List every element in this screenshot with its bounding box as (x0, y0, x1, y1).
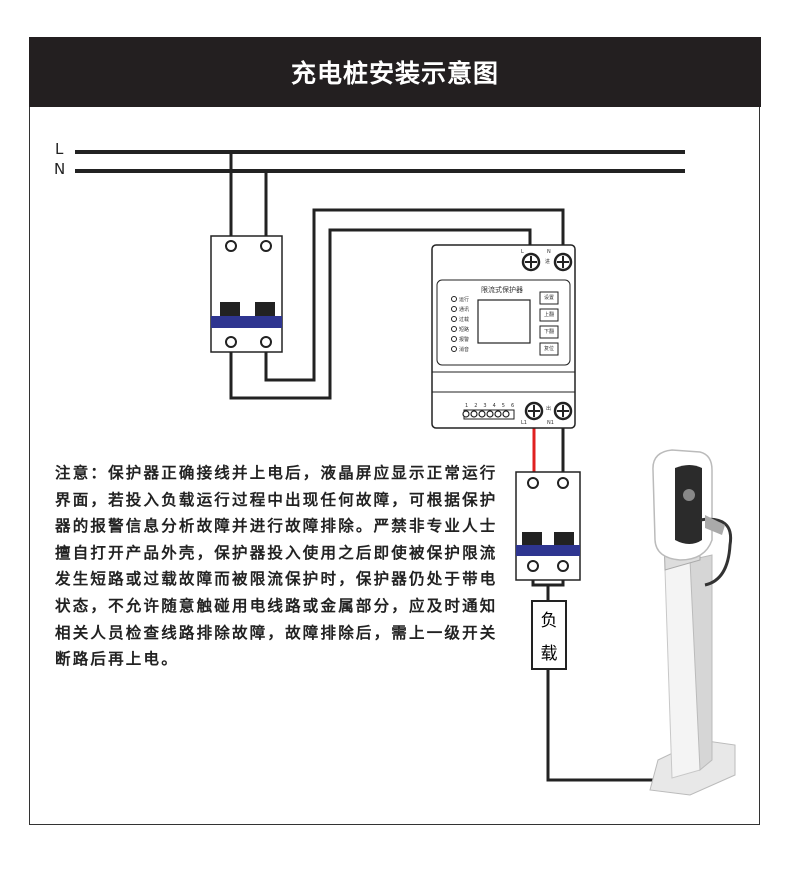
led-label: 过载 (459, 317, 470, 323)
charging-station-illustration (649, 449, 736, 796)
note-line: 发生短路或过载故障而被限流保护时，保护器仍处于带电 (55, 570, 498, 589)
note-line: 断路后再上电。 (55, 650, 179, 669)
led-label: 消音 (459, 347, 470, 353)
safety-note: 注意：保护器正确接线并上电后，液晶屏应显示正常运行 界面，若投入负载运行过程中出… (55, 460, 498, 673)
note-line: 器的报警信息分析故障并进行故障排除。严禁非专业人士 (55, 517, 498, 536)
protector-button-set: 设置 (544, 295, 555, 301)
led-label: 短路 (459, 327, 470, 333)
terminal-numbers: 123456 (465, 403, 521, 409)
led-label: 报警 (459, 337, 470, 343)
note-line: 擅自打开产品外壳，保护器投入使用之后即使被保护限流 (55, 543, 498, 562)
protector-button-down: 下翻 (544, 329, 555, 335)
note-line: 注意：保护器正确接线并上电后，液晶屏应显示正常运行 (55, 464, 498, 482)
note-line: 相关人员检查线路排除故障，故障排除后，需上一级开关 (55, 623, 498, 642)
note-line: 界面，若投入负载运行过程中出现任何故障，可根据保护 (55, 490, 498, 509)
out-label: 出 (546, 406, 552, 412)
terminal-label-l: L (521, 249, 524, 255)
led-label: 通讯 (459, 307, 470, 313)
breaker-1 (210, 235, 283, 353)
header-bar: 充电桩安装示意图 (29, 37, 761, 107)
protector-button-reset: 复位 (544, 346, 555, 352)
current-limiting-protector (431, 244, 576, 429)
page-title: 充电桩安装示意图 (290, 59, 499, 88)
line-n-label: N (54, 160, 66, 178)
terminal-label-n: N (547, 249, 551, 255)
line-l-label: L (55, 140, 64, 158)
note-line: 状态，不允许随意触碰用电线路或金属部分，应及时通知 (55, 596, 498, 615)
terminal-label-n1: N1 (547, 420, 554, 426)
load-box: 负 载 (531, 600, 567, 670)
in-label: 进 (545, 259, 551, 265)
load-label-1: 负 (540, 611, 558, 631)
led-label: 运行 (459, 297, 470, 303)
load-label-2: 载 (540, 644, 558, 664)
protector-name: 限流式保护器 (481, 286, 523, 294)
terminal-screws (521, 252, 573, 421)
breaker-2 (515, 471, 581, 581)
protector-button-up: 上翻 (544, 312, 555, 318)
terminal-label-l1: L1 (521, 420, 527, 426)
